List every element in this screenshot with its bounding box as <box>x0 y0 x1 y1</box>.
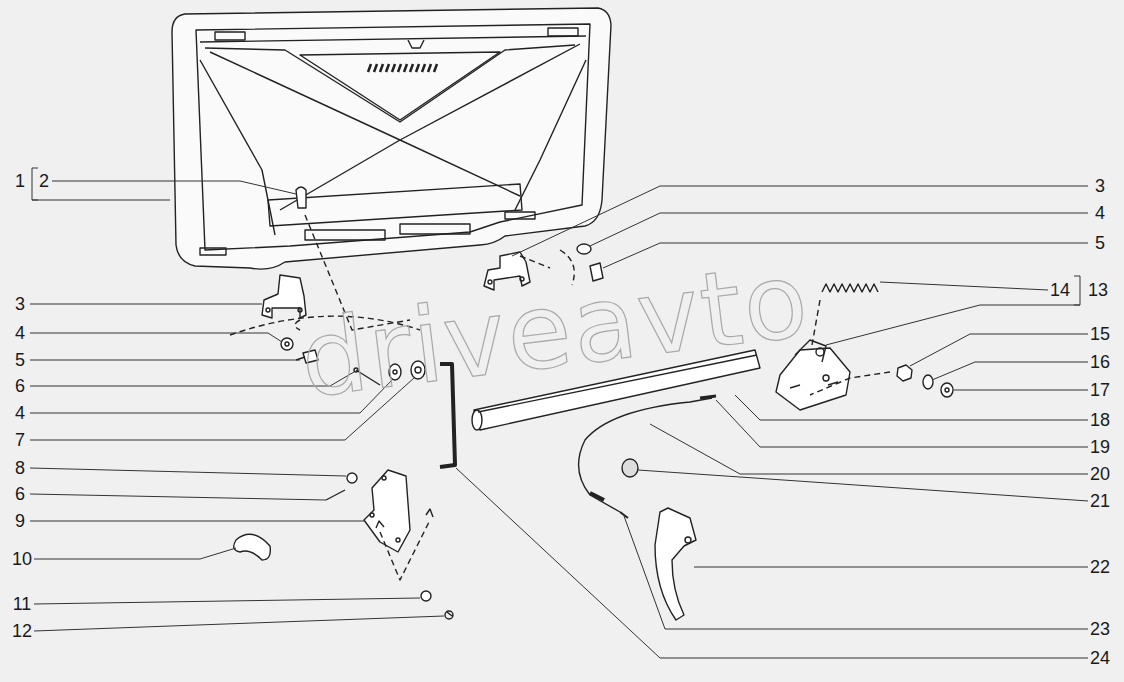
callout-number: 20 <box>1088 464 1112 484</box>
callout-number: 9 <box>13 511 27 531</box>
callout-number: 13 <box>1086 280 1110 300</box>
callout-number: 3 <box>1093 176 1107 196</box>
callout-number: 16 <box>1088 352 1112 372</box>
callout-number: 21 <box>1088 491 1112 511</box>
callout-number: 4 <box>1093 203 1107 223</box>
callout-number: 14 <box>1048 280 1072 300</box>
callout-number: 1 <box>13 171 27 191</box>
callout-number: 24 <box>1088 648 1112 668</box>
callout-number: 15 <box>1088 324 1112 344</box>
callout-number: 6 <box>13 376 27 396</box>
callout-number: 12 <box>10 621 34 641</box>
callout-number: 5 <box>1093 233 1107 253</box>
callout-number: 22 <box>1088 557 1112 577</box>
callout-number: 8 <box>13 458 27 478</box>
callout-number: 19 <box>1088 437 1112 457</box>
callout-number: 11 <box>11 594 34 614</box>
callout-number: 4 <box>13 403 27 423</box>
callout-number: 2 <box>37 171 51 191</box>
callout-number: 23 <box>1088 619 1112 639</box>
callout-number: 7 <box>13 430 27 450</box>
callout-number: 18 <box>1088 410 1112 430</box>
callout-number: 4 <box>13 323 27 343</box>
callout-number: 17 <box>1088 380 1112 400</box>
callout-number: 5 <box>13 350 27 370</box>
watermark: driveavto <box>295 244 815 415</box>
callout-number: 6 <box>13 484 27 504</box>
callout-number: 10 <box>10 549 34 569</box>
callout-number: 3 <box>13 294 27 314</box>
